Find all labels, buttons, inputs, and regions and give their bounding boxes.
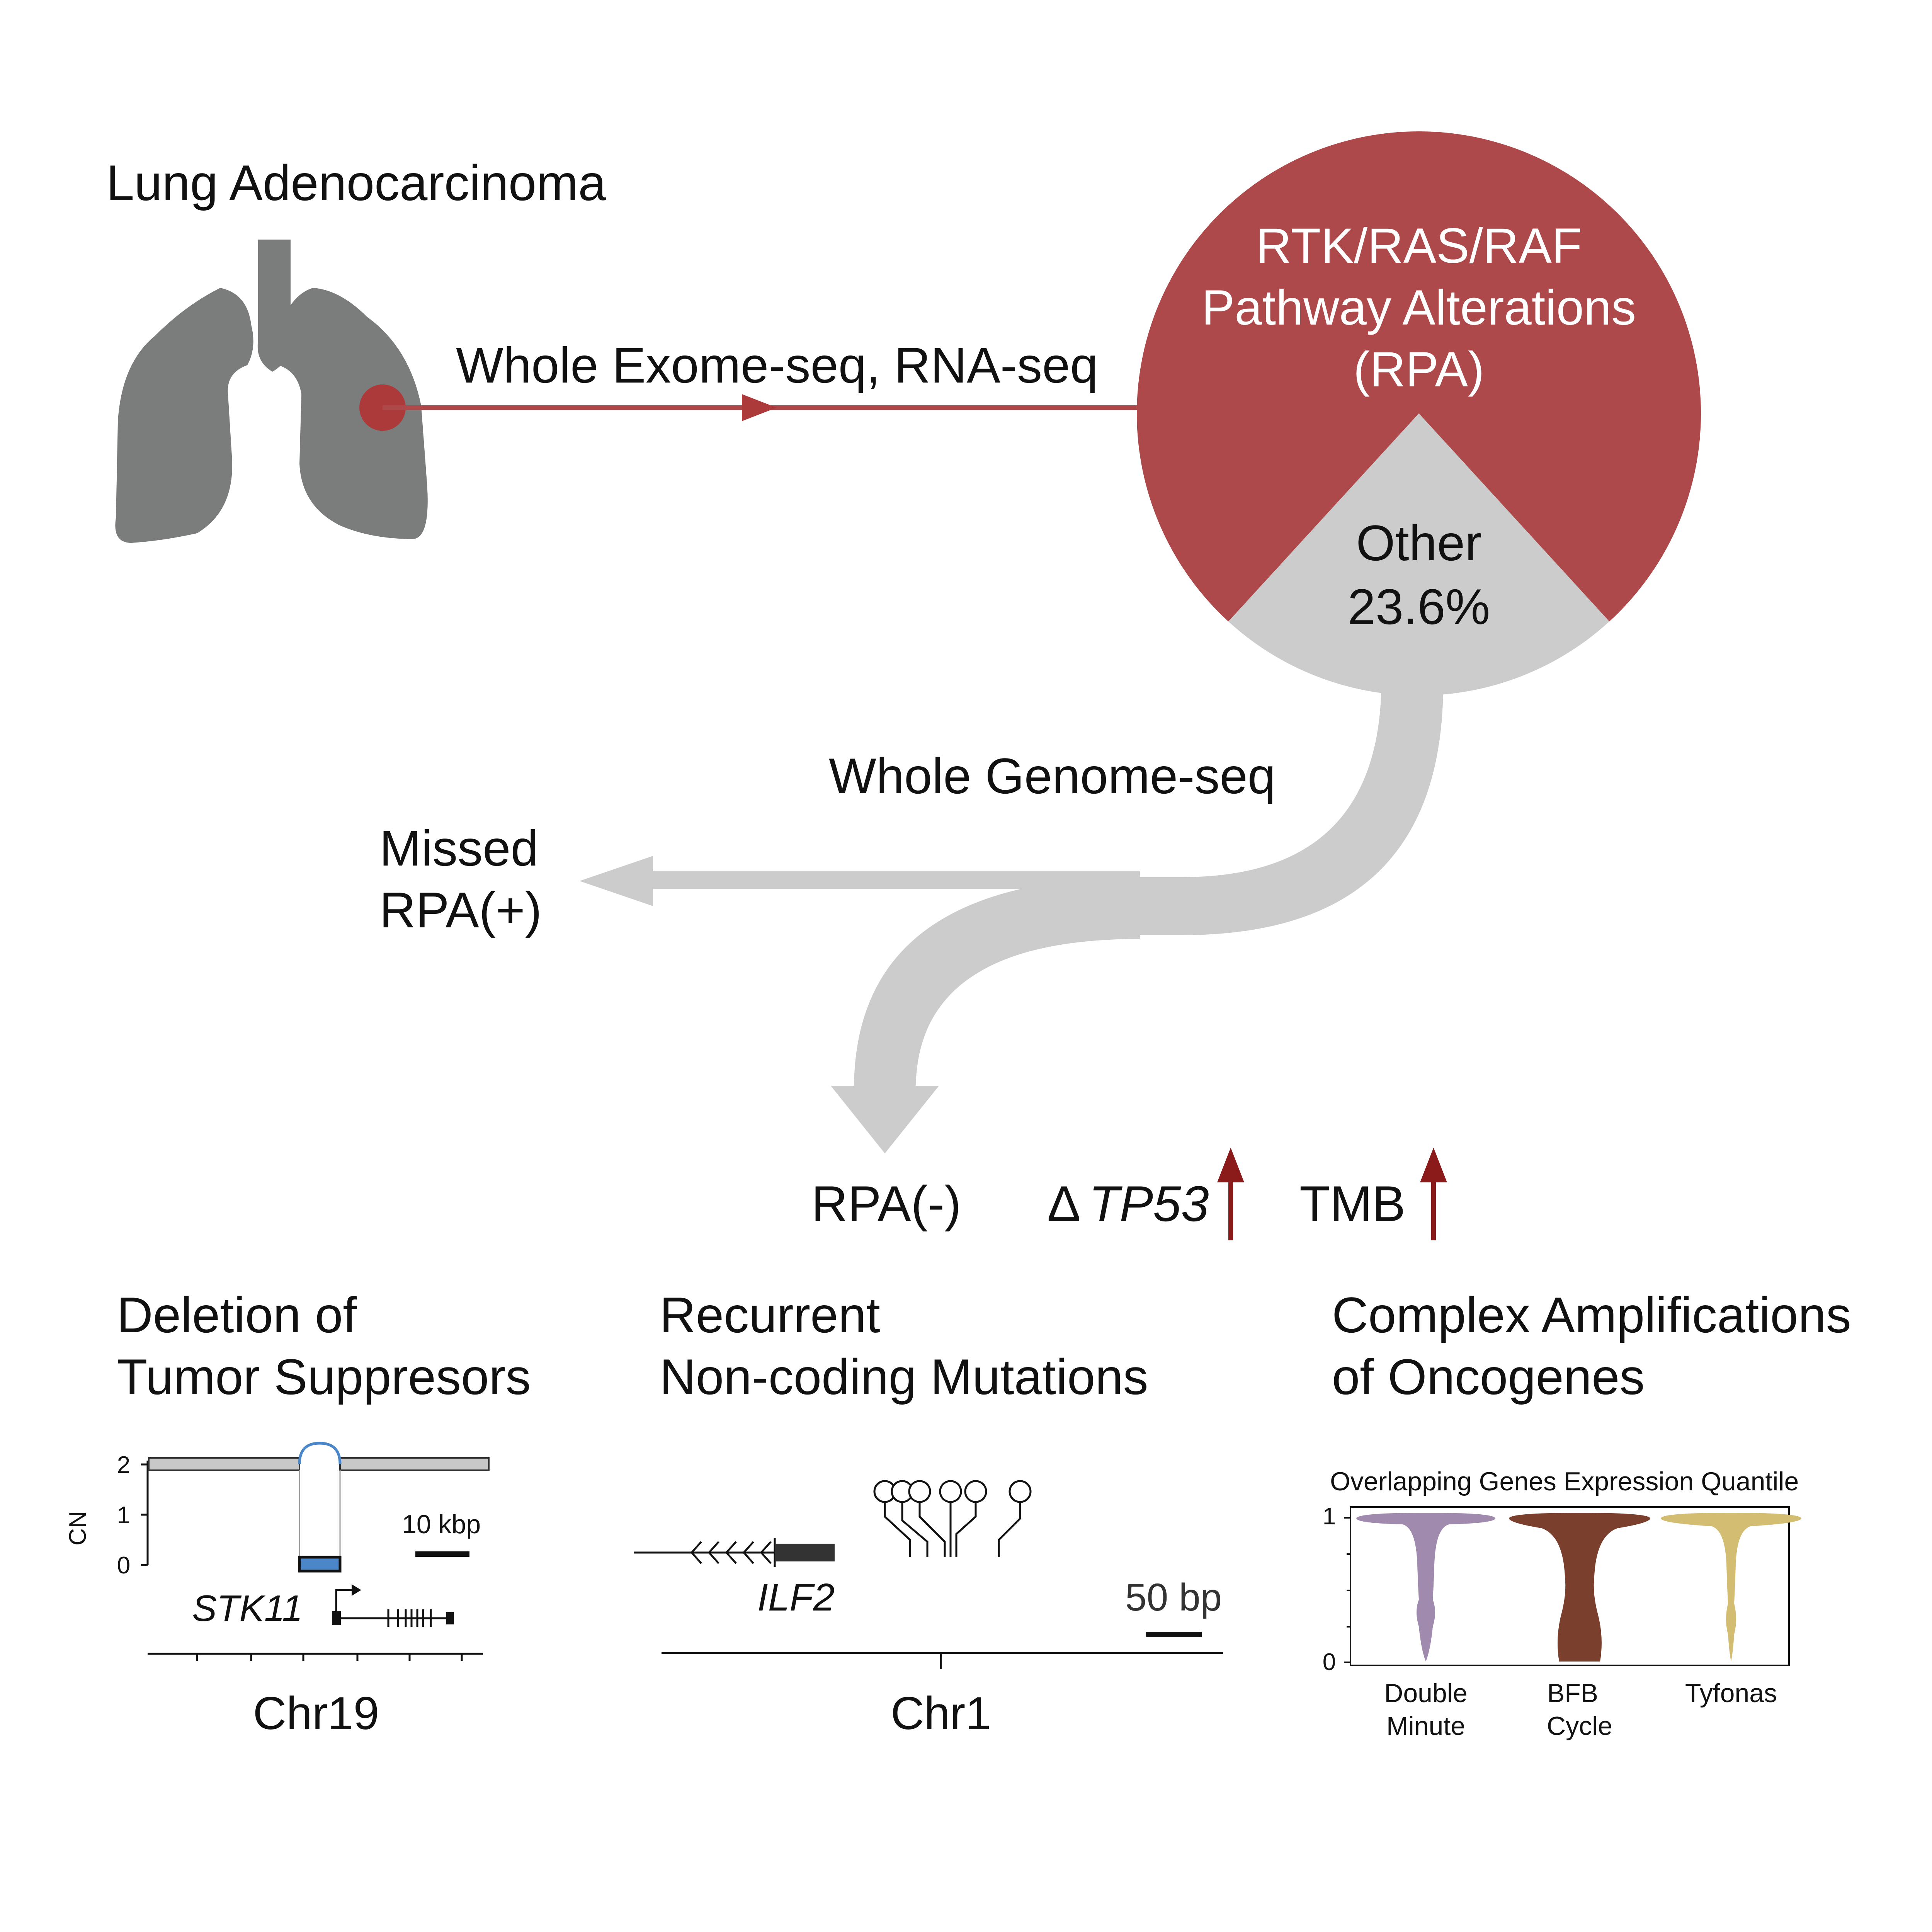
tmb-up-arrow-icon [1420,1148,1447,1240]
noncoding-title-line2: Non-coding Mutations [660,1349,1148,1405]
noncoding-title-line1: Recurrent [660,1287,880,1343]
cn-axis-label: CN [65,1511,91,1546]
wgs-flow-arrow [580,680,1444,1153]
violin-cat-bfb-line2: Cycle [1547,1711,1612,1741]
noncoding-mutation-plot [634,1480,1223,1669]
noncoding-scale-label: 50 bp [1125,1576,1222,1619]
wgs-label: Whole Genome-seq [829,748,1276,804]
violin-y-tick-0: 0 [1323,1649,1336,1675]
deletion-segment [298,1556,342,1573]
pie-rpa-label-line2: Pathway Alterations [1202,280,1636,335]
pie-rpa-label-line1: RTK/RAS/RAF [1256,218,1582,274]
missed-label-line1: Missed [379,820,539,876]
stk11-gene-label: STK11 [192,1588,303,1629]
violin-cat-double-minute-line2: Minute [1386,1711,1465,1741]
chr1-label: Chr1 [891,1687,991,1739]
violin-y-tick-1: 1 [1323,1503,1336,1530]
pie-rpa-label-line3: (RPA) [1354,342,1485,397]
violin-chart-title: Overlapping Genes Expression Quantile [1330,1467,1799,1496]
violin-bfb-cycle [1509,1513,1650,1662]
stk11-gene-model [332,1584,454,1627]
lung-icon [115,240,428,543]
exome-arrow-head [742,394,777,421]
deletion-title-line2: Tumor Suppresors [117,1349,531,1405]
deletion-scale-label: 10 kbp [402,1510,481,1539]
violin-plot-frame [1350,1506,1790,1666]
pie-slice-rpa [1137,131,1701,622]
violin-double-minute [1356,1513,1495,1662]
cn-tick-1: 1 [117,1502,130,1529]
cn-tick-0: 0 [117,1552,130,1579]
deletion-title-line1: Deletion of [117,1287,357,1343]
tp53-label: TP53 [1089,1175,1209,1232]
pie-other-label: Other [1356,515,1481,571]
amp-title-line2: of Oncogenes [1332,1349,1645,1405]
violin-cat-double-minute-line1: Double [1384,1679,1468,1708]
tmb-label: TMB [1299,1175,1405,1232]
violin-tyfonas [1661,1513,1801,1662]
pie-slice-other [1228,413,1609,696]
violin-cat-tyfonas: Tyfonas [1685,1679,1777,1708]
amp-title-line1: Complex Amplifications [1332,1287,1851,1343]
violin-cat-bfb-line1: BFB [1547,1679,1598,1708]
missed-label-line2: RPA(+) [379,882,542,938]
mutation-lollipops [873,1480,1032,1557]
rpa-pie-chart [1137,131,1701,696]
ilf2-gene-label: ILF2 [757,1576,835,1619]
lung-title: Lung Adenocarcinoma [106,155,606,211]
violin-chart: 1 0 [1323,1503,1801,1675]
rpa-negative-label: RPA(-) [811,1175,961,1232]
chr19-label: Chr19 [253,1687,379,1739]
exome-arrow-label: Whole Exome-seq, RNA-seq [456,337,1098,393]
pie-other-value: 23.6% [1348,578,1490,635]
tp53-up-arrow-icon [1217,1148,1244,1240]
cn-tick-2: 2 [117,1452,130,1478]
delta-symbol: Δ [1047,1175,1081,1232]
copy-number-plot: 2 1 0 CN 10 kbp STK11 [65,1442,490,1661]
